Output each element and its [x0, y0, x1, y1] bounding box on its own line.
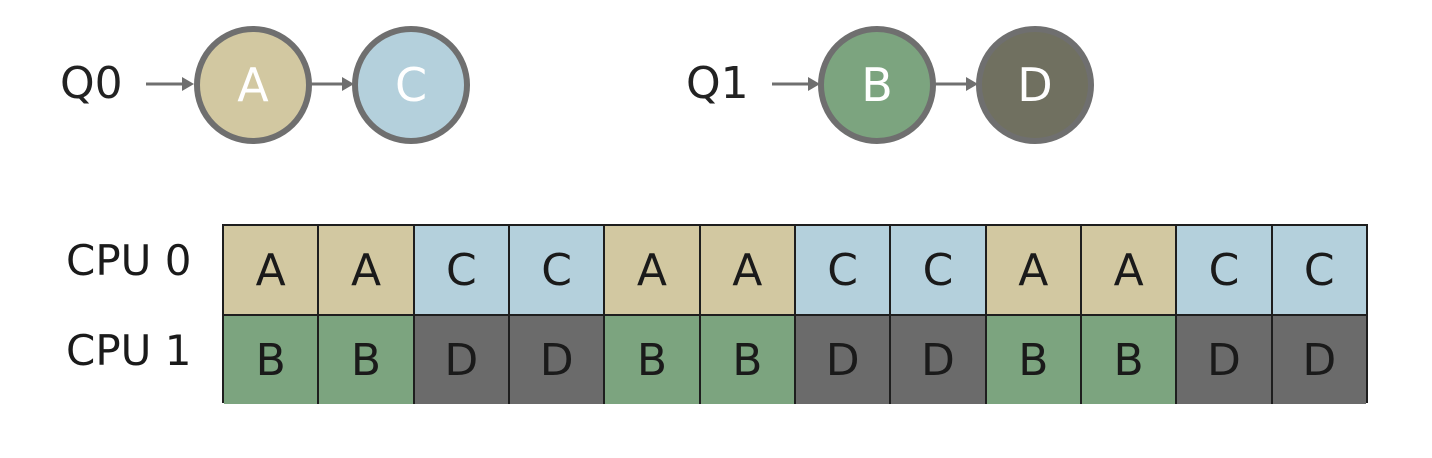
- time-slot-cell: B: [319, 316, 415, 404]
- queue-node-a: A: [194, 26, 312, 144]
- time-slot-cell: C: [414, 226, 510, 314]
- cpu-label-0: CPU 0: [66, 236, 192, 285]
- time-slot-cell: A: [224, 226, 320, 314]
- arrow-icon: [146, 77, 194, 91]
- time-slot-cell: B: [605, 316, 701, 404]
- cpu-label-1: CPU 1: [66, 326, 192, 375]
- time-slot-cell: A: [986, 226, 1082, 314]
- queue-label-q1: Q1: [686, 58, 749, 109]
- time-slot-cell: D: [509, 316, 606, 404]
- time-slot-cell: C: [1177, 226, 1273, 314]
- arrow-icon: [930, 77, 978, 91]
- queue-node-d: D: [976, 26, 1094, 144]
- time-slot-cell: D: [414, 316, 510, 404]
- arrow-icon: [306, 77, 354, 91]
- time-slot-cell: C: [795, 226, 892, 314]
- time-slot-cell: A: [700, 226, 796, 314]
- time-slot-cell: D: [795, 316, 892, 404]
- queue-label-q0: Q0: [60, 58, 123, 109]
- time-slot-cell: A: [1081, 226, 1178, 314]
- time-slot-cell: A: [319, 226, 415, 314]
- time-slot-cell: B: [986, 316, 1082, 404]
- time-slot-cell: B: [700, 316, 796, 404]
- time-slot-cell: C: [891, 226, 987, 314]
- time-slot-cell: D: [891, 316, 987, 404]
- queue-node-c: C: [352, 26, 470, 144]
- arrow-icon: [772, 77, 820, 91]
- time-slot-cell: B: [224, 316, 320, 404]
- time-slot-cell: D: [1272, 316, 1366, 404]
- time-slot-cell: C: [509, 226, 606, 314]
- time-slot-cell: D: [1177, 316, 1273, 404]
- time-slot-cell: C: [1272, 226, 1366, 314]
- queue-node-b: B: [818, 26, 936, 144]
- time-slot-cell: B: [1081, 316, 1178, 404]
- time-slot-cell: A: [605, 226, 701, 314]
